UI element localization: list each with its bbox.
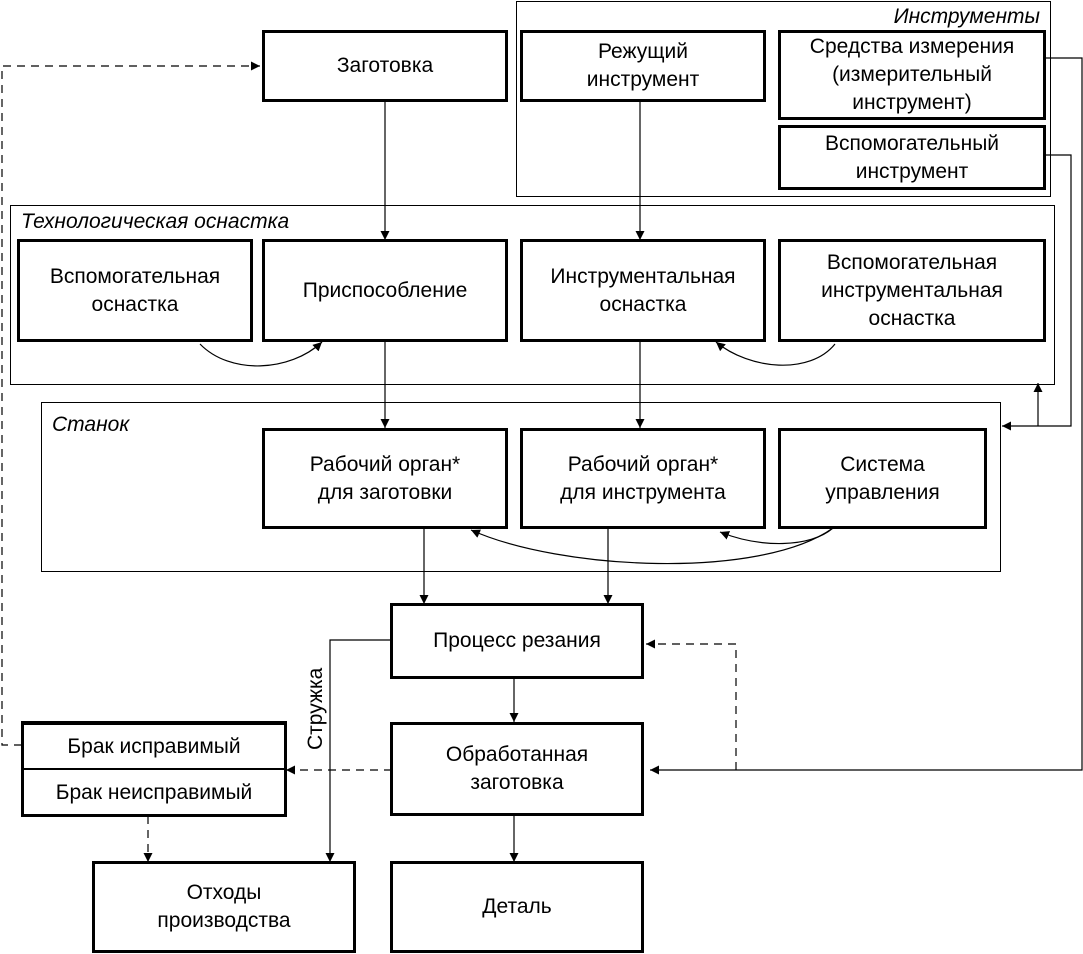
box-auxiliary-equipment: Вспомогательная оснастка <box>17 239 253 342</box>
curve-control-to-workpiece-organ <box>470 527 834 565</box>
dashed-measuring-to-cutting <box>646 639 737 770</box>
box-part: Деталь <box>390 861 644 953</box>
arrow-chips-to-waste <box>325 639 392 862</box>
curve-aux-equipment-to-fixture <box>199 341 323 367</box>
box-workpiece: Заготовка <box>262 30 508 102</box>
box-work-organ-workpiece: Рабочий орган* для заготовки <box>262 428 508 529</box>
box-work-organ-tool: Рабочий орган* для инструмента <box>520 428 766 529</box>
box-auxiliary-tool: Вспомогательный инструмент <box>778 125 1046 190</box>
line-auxiliary-tool-out <box>1002 154 1072 431</box>
group-machine-title: Станок <box>52 413 130 436</box>
box-fixture: Приспособление <box>262 239 508 342</box>
box-cutting-process: Процесс резания <box>390 603 644 679</box>
box-tool-equipment: Инструментальная оснастка <box>520 239 766 342</box>
box-auxiliary-tool-equipment: Вспомогательная инструментальная оснастк… <box>778 239 1046 342</box>
group-machine: Станок <box>41 402 1001 572</box>
group-instruments: Инструменты <box>516 1 1051 197</box>
group-tech-equipment-title: Технологическая оснастка <box>21 210 290 233</box>
curve-control-to-tool-organ <box>719 527 834 545</box>
defects-frame <box>21 721 287 817</box>
box-production-waste: Отходы производства <box>92 861 356 953</box>
group-instruments-title: Инструменты <box>893 5 1040 28</box>
box-measuring-tools: Средства измерения (измерительный инстру… <box>778 30 1046 120</box>
box-cutting-tool: Режущий инструмент <box>520 30 766 102</box>
chips-label: Стружка <box>304 667 327 750</box>
box-processed-workpiece: Обработанная заготовка <box>390 722 644 816</box>
curve-aux-tool-equipment-to-tool-equipment <box>715 341 836 366</box>
box-defect-correctable: Брак исправимый <box>21 723 287 770</box>
box-control-system: Система управления <box>778 428 987 529</box>
arrow-measuring-to-processed <box>650 57 1083 775</box>
dashed-defect-feedback <box>1 61 260 746</box>
group-tech-equipment: Технологическая оснастка <box>10 205 1055 385</box>
